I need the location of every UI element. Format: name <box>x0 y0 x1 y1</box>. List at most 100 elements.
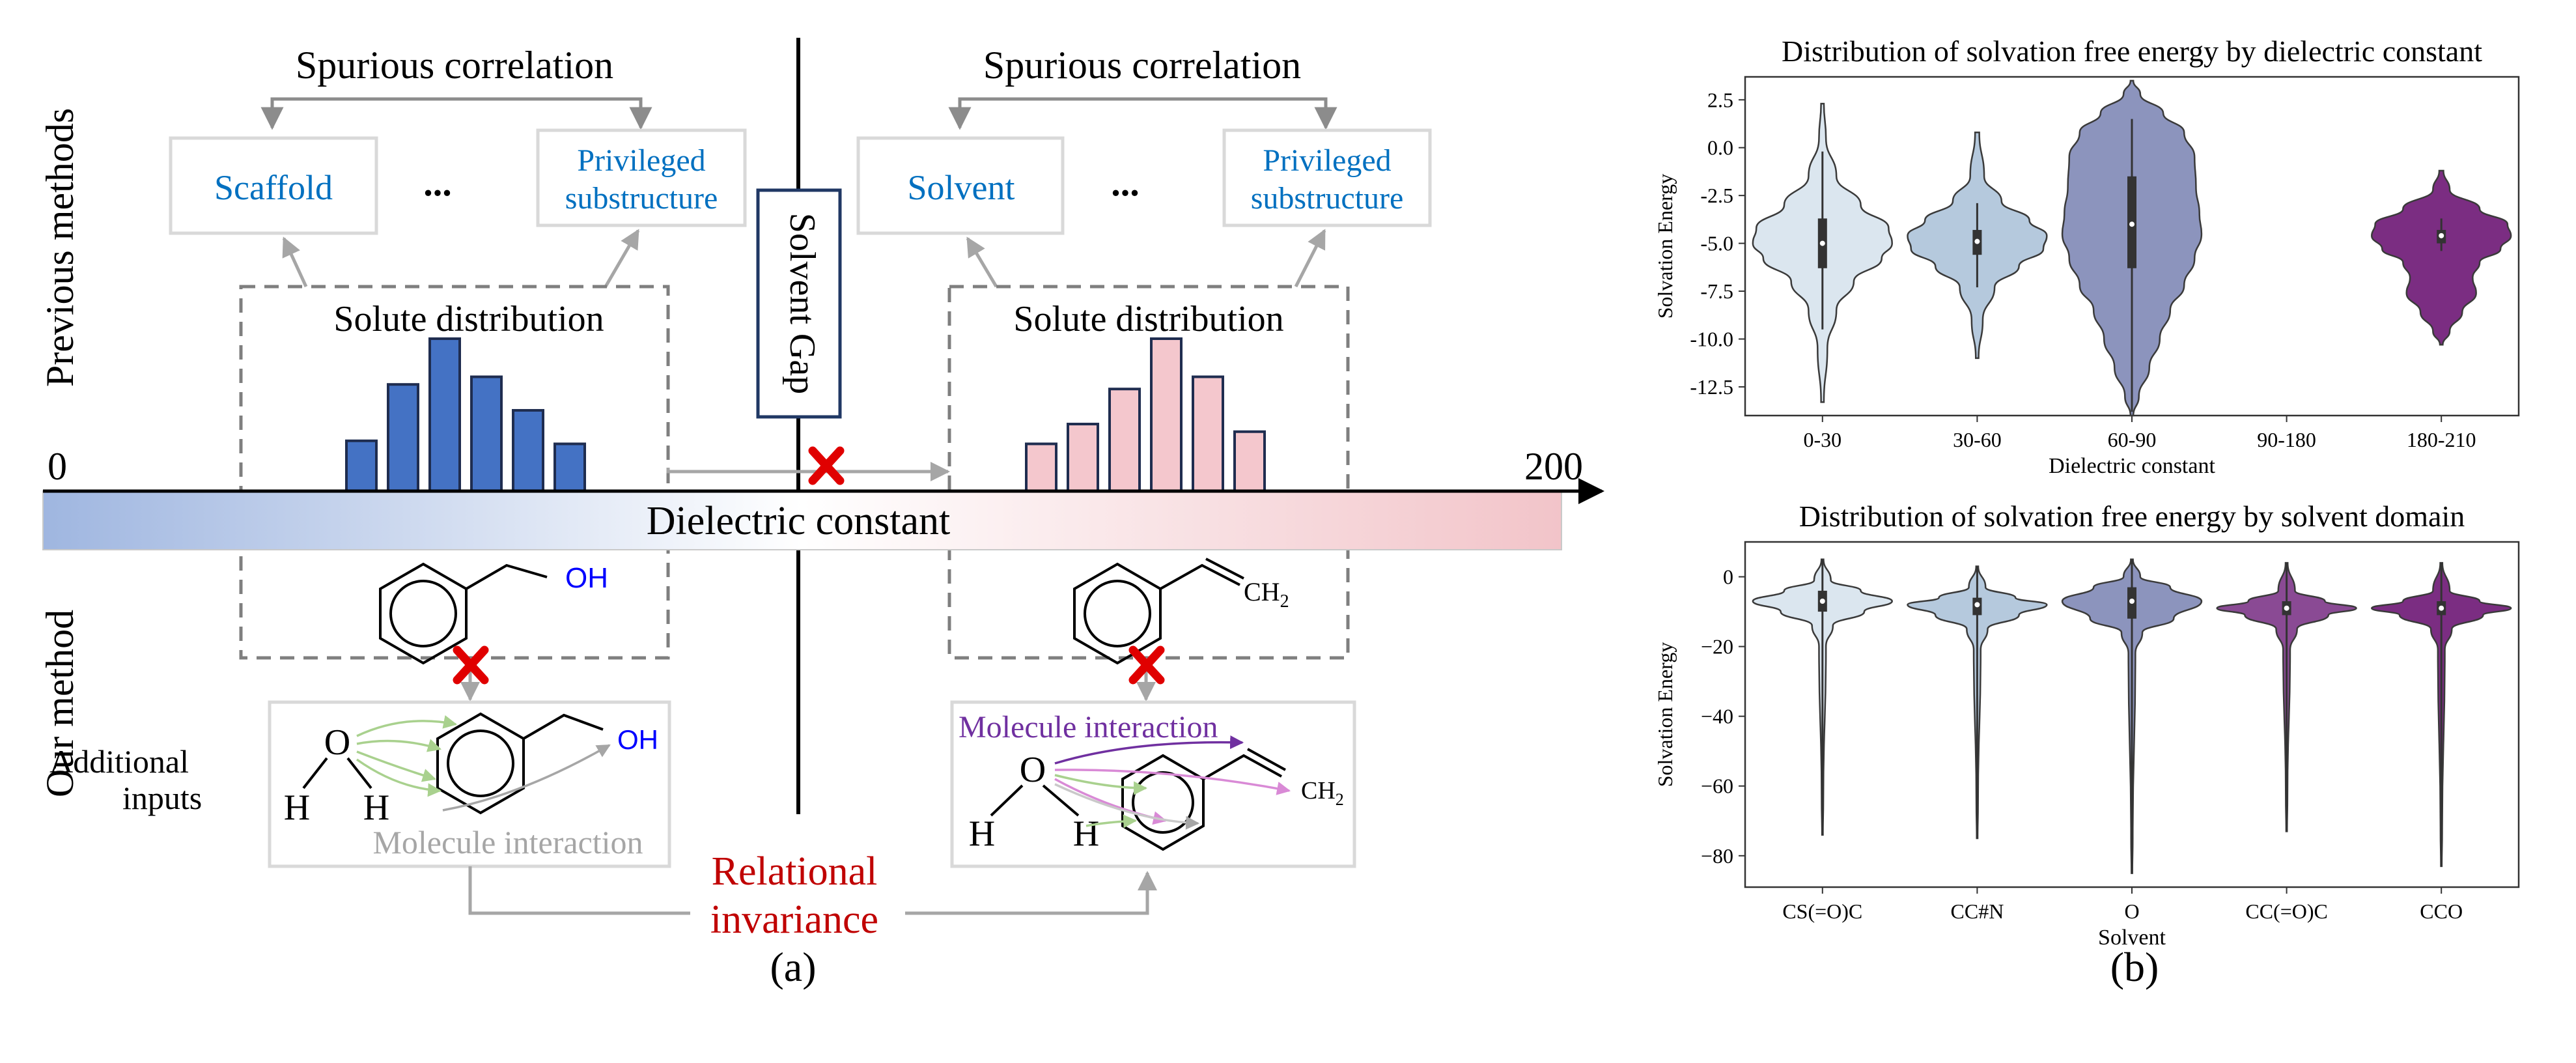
oh-label-left: OH <box>565 562 608 594</box>
panel-b-label: (b) <box>2110 944 2159 990</box>
y-axis-label: Solvation Energy <box>1653 174 1677 319</box>
y-tick-label: −40 <box>1701 705 1733 728</box>
additional-inputs-line2: inputs <box>122 780 202 816</box>
privileged-box-left <box>536 128 747 227</box>
histogram-bar <box>428 337 461 492</box>
solute-distribution-left: Solute distribution <box>333 299 604 339</box>
histogram-bar <box>470 375 503 492</box>
x-axis-label: Dielectric constant <box>2049 454 2215 478</box>
shift-arrow <box>666 462 950 481</box>
axis-min-label: 0 <box>48 445 67 488</box>
histogram-bar <box>1233 430 1266 492</box>
chart-title: Distribution of solvation free energy by… <box>1799 500 2465 533</box>
row-label-previous: Previous methods <box>38 108 81 387</box>
histogram-bar <box>1067 423 1099 492</box>
ch2-label-right: CH2 <box>1244 577 1289 612</box>
histogram-right <box>1025 337 1266 493</box>
solvent-label: Solvent <box>907 168 1015 207</box>
y-tick-label: -5.0 <box>1700 232 1733 255</box>
row-label-ours: Our method <box>38 610 81 797</box>
histogram-bar <box>553 442 586 493</box>
histogram-bar <box>1108 388 1141 492</box>
median-dot <box>2439 605 2444 611</box>
privileged-left-line1: Privileged <box>577 143 705 178</box>
interaction-arrows-right <box>1054 735 1291 830</box>
arrow-to-privileged-right <box>1294 229 1326 288</box>
x-tick-label: 60-90 <box>2108 428 2157 451</box>
violin-180-210 <box>2371 169 2512 346</box>
median-dot <box>1819 240 1825 246</box>
molecule-interaction-right: Molecule interaction <box>959 710 1218 744</box>
styrene-structure <box>1073 558 1244 665</box>
svg-text:H: H <box>284 787 310 828</box>
svg-text:O: O <box>1020 750 1046 790</box>
y-axis-label: Solvation Energy <box>1653 642 1677 787</box>
median-dot <box>2439 233 2444 238</box>
y-tick-label: −20 <box>1701 635 1733 659</box>
oh-label-interaction: OH <box>617 724 658 755</box>
privileged-right-line1: Privileged <box>1263 143 1391 178</box>
violin-chart-solvent: Distribution of solvation free energy by… <box>1653 500 2520 950</box>
svg-text:H: H <box>969 814 995 854</box>
x-tick-label: CS(=O)C <box>1782 900 1862 923</box>
median-dot <box>2129 599 2135 604</box>
y-tick-label: -12.5 <box>1690 375 1733 399</box>
median-dot <box>1974 238 1980 244</box>
arrow-to-privileged-left <box>604 229 640 288</box>
spurious-connector-right <box>948 97 1337 130</box>
panel-a: Previous methods Our method Spurious cor… <box>38 38 1604 990</box>
x-tick-label: CCO <box>2420 900 2463 923</box>
relational-invariance-line2: invariance <box>710 898 878 942</box>
spurious-correlation-right: Spurious correlation <box>983 44 1301 87</box>
y-tick-label: -2.5 <box>1700 184 1733 207</box>
histogram-bar <box>387 383 419 493</box>
solute-distribution-right: Solute distribution <box>1013 299 1283 339</box>
histogram-bar <box>512 408 544 492</box>
y-tick-label: -10.0 <box>1690 327 1733 350</box>
benzyl-alcohol-structure <box>379 562 548 665</box>
x-tick-label: CC#N <box>1951 900 2004 923</box>
histogram-bar <box>1150 337 1183 492</box>
spurious-connector-left <box>260 97 652 130</box>
red-x-icon-left <box>453 645 489 685</box>
panel-a-label: (a) <box>770 944 816 990</box>
privileged-right-line2: substructure <box>1251 181 1404 216</box>
solvent-gap-label: Solvent Gap <box>782 213 822 394</box>
axis-max-label: 200 <box>1524 445 1583 488</box>
benzyl-alcohol-interaction <box>436 712 604 815</box>
x-tick-label: 0-30 <box>1803 428 1841 451</box>
privileged-box-right <box>1222 128 1432 227</box>
y-tick-label: -7.5 <box>1700 279 1733 303</box>
chart-title: Distribution of solvation free energy by… <box>1782 35 2482 68</box>
ellipsis-left: ... <box>423 162 452 204</box>
x-axis-label: Solvent <box>2098 926 2166 950</box>
x-tick-label: CC(=O)C <box>2245 900 2328 923</box>
molecule-interaction-left: Molecule interaction <box>372 824 643 860</box>
median-dot <box>2129 221 2135 227</box>
x-tick-label: O <box>2124 900 2139 923</box>
y-tick-label: −80 <box>1701 844 1733 868</box>
histogram-bar <box>1192 375 1224 492</box>
violin-chart-dielectric: Distribution of solvation free energy by… <box>1653 35 2520 478</box>
interaction-arrows-left <box>356 715 611 812</box>
water-molecule-left: O H H <box>284 722 389 828</box>
red-x-icon-right <box>1128 645 1165 685</box>
median-dot <box>1819 599 1825 604</box>
relational-invariance-line1: Relational <box>712 849 878 894</box>
arrow-to-scaffold <box>282 236 308 288</box>
panel-b: Distribution of solvation free energy by… <box>1653 35 2520 990</box>
median-dot <box>2284 605 2289 611</box>
x-tick-label: 90-180 <box>2257 428 2316 451</box>
scaffold-label: Scaffold <box>214 168 333 207</box>
relational-connector <box>468 866 1147 915</box>
y-tick-label: 0.0 <box>1707 136 1733 160</box>
x-tick-label: 30-60 <box>1953 428 2002 451</box>
dielectric-axis-title: Dielectric constant <box>647 499 951 543</box>
solvent-gap-box <box>756 188 842 419</box>
red-x-icon-shift <box>808 446 845 485</box>
water-molecule-right: O H H <box>969 750 1099 854</box>
histogram-bar <box>345 439 378 493</box>
y-tick-label: 2.5 <box>1707 88 1733 111</box>
median-dot <box>1974 602 1980 608</box>
